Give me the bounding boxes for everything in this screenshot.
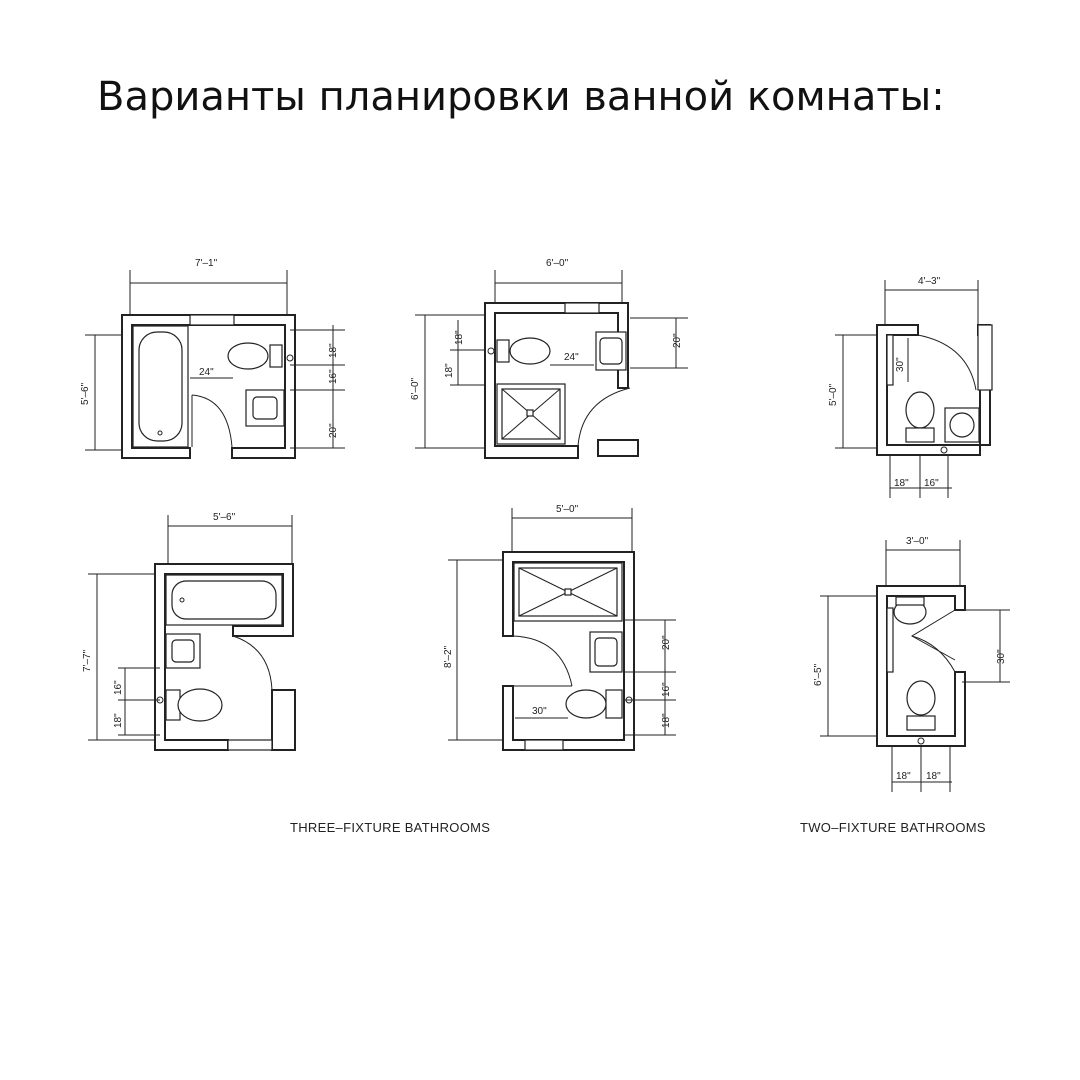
plan-1-dim-b: 16": [328, 369, 339, 384]
plan-5-height: 8'–2": [443, 645, 454, 668]
plan-3-dim-b: 18": [894, 478, 909, 489]
plan-2-width: 6'–0": [546, 258, 569, 269]
plan-2-dim-b: 18": [444, 363, 455, 378]
plan-4-width: 5'–6": [213, 512, 236, 523]
caption-two-fixture: TWO–FIXTURE BATHROOMS: [800, 820, 986, 835]
plan-6-dim-b: 18": [896, 771, 911, 782]
plan-4-dim-a: 16": [113, 680, 124, 695]
plan-1-height: 5'–6": [80, 382, 91, 405]
plan-1: 7'–1" 5'–6" 24": [80, 258, 345, 459]
plan-5: 5'–0" 8'–2" 30": [443, 504, 676, 751]
page-title: Варианты планировки ванной комнаты:: [97, 74, 945, 120]
plan-2-dim-c: 20": [672, 333, 683, 348]
plan-2-clearance: 24": [564, 352, 579, 363]
plan-3: 4'–3" 5'–0" 30" 18" 16": [828, 276, 993, 498]
plan-6-height: 6'–5": [813, 663, 824, 686]
plan-1-dim-a: 18": [328, 343, 339, 358]
plan-1-clearance: 24": [199, 367, 214, 378]
plan-6-dim-c: 18": [926, 771, 941, 782]
plan-5-width: 5'–0": [556, 504, 579, 515]
plan-6: 3'–0" 6'–5" 30" 18" 18": [813, 536, 1010, 792]
plan-5-dim-c: 18": [661, 713, 672, 728]
plan-5-clearance: 30": [532, 706, 547, 717]
plan-1-width: 7'–1": [195, 258, 218, 269]
plan-5-dim-a: 20": [661, 635, 672, 650]
plan-2-dim-a: 18": [454, 330, 465, 345]
plan-4-dim-b: 18": [113, 713, 124, 728]
plan-3-height: 5'–0": [828, 383, 839, 406]
plan-2: 6'–0" 6'–0" 18" 18": [410, 258, 688, 459]
plan-2-height: 6'–0": [410, 377, 421, 400]
caption-three-fixture: THREE–FIXTURE BATHROOMS: [290, 820, 491, 835]
plan-6-dim-a: 30": [996, 649, 1007, 664]
plan-4: 5'–6" 7'–7" 16" 18": [82, 512, 296, 751]
plan-1-dim-c: 20": [328, 423, 339, 438]
plan-3-width: 4'–3": [918, 276, 941, 287]
plan-3-dim-c: 16": [924, 478, 939, 489]
plan-4-height: 7'–7": [82, 649, 93, 672]
plan-3-dim-a: 30": [895, 357, 906, 372]
plan-6-width: 3'–0": [906, 536, 929, 547]
plan-5-dim-b: 16": [661, 682, 672, 697]
